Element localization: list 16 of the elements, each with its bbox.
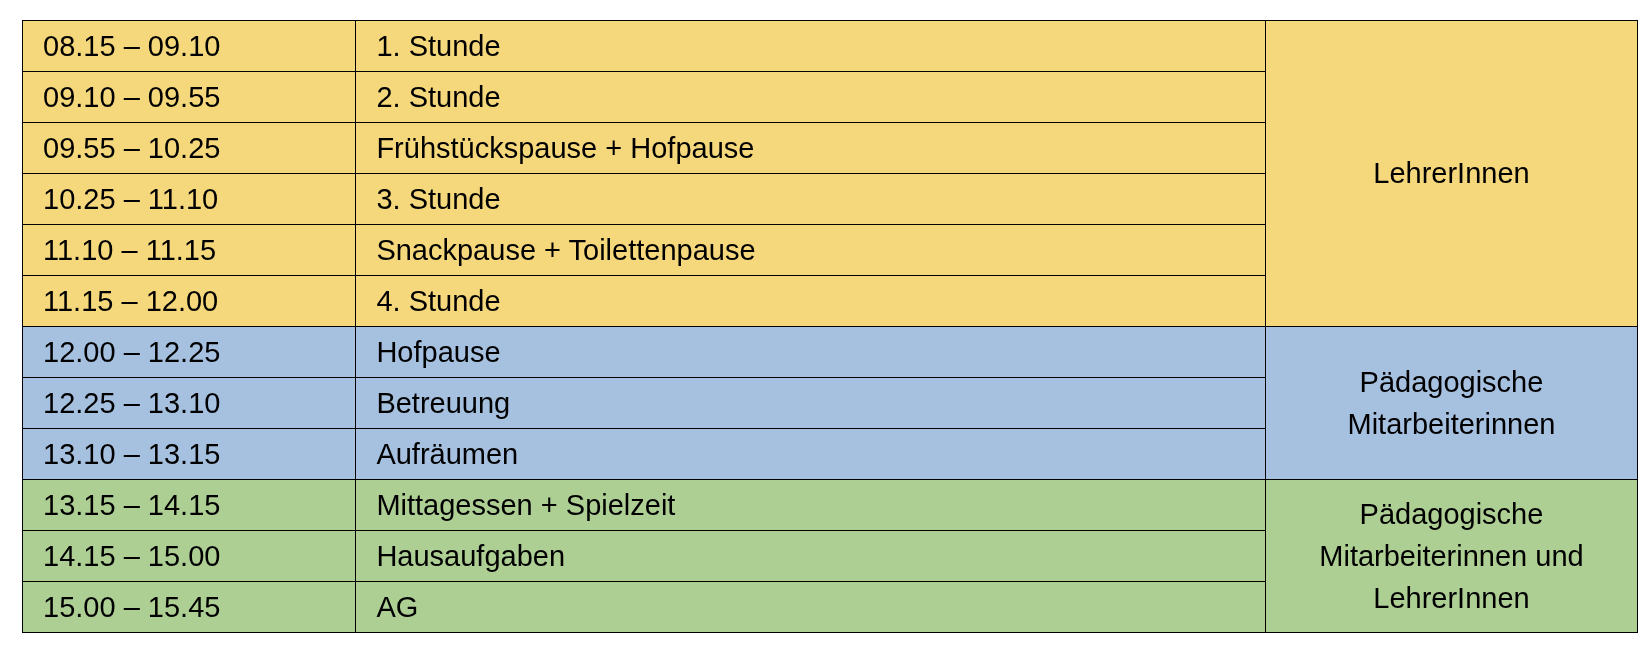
time-cell: 11.15 – 12.00	[22, 275, 356, 327]
time-cell: 10.25 – 11.10	[22, 173, 356, 225]
time-cell: 11.10 – 11.15	[22, 224, 356, 276]
staff-cell: LehrerInnen	[1265, 20, 1638, 327]
time-cell: 15.00 – 15.45	[22, 581, 356, 633]
time-cell: 13.15 – 14.15	[22, 479, 356, 531]
activity-cell: Hofpause	[355, 326, 1266, 378]
time-cell: 08.15 – 09.10	[22, 20, 356, 72]
activity-cell: Mittagessen + Spielzeit	[355, 479, 1266, 531]
time-cell: 14.15 – 15.00	[22, 530, 356, 582]
time-cell: 09.55 – 10.25	[22, 122, 356, 174]
time-cell: 12.25 – 13.10	[22, 377, 356, 429]
time-cell: 13.10 – 13.15	[22, 428, 356, 480]
time-cell: 12.00 – 12.25	[22, 326, 356, 378]
time-cell: 09.10 – 09.55	[22, 71, 356, 123]
activity-cell: 1. Stunde	[355, 20, 1266, 72]
